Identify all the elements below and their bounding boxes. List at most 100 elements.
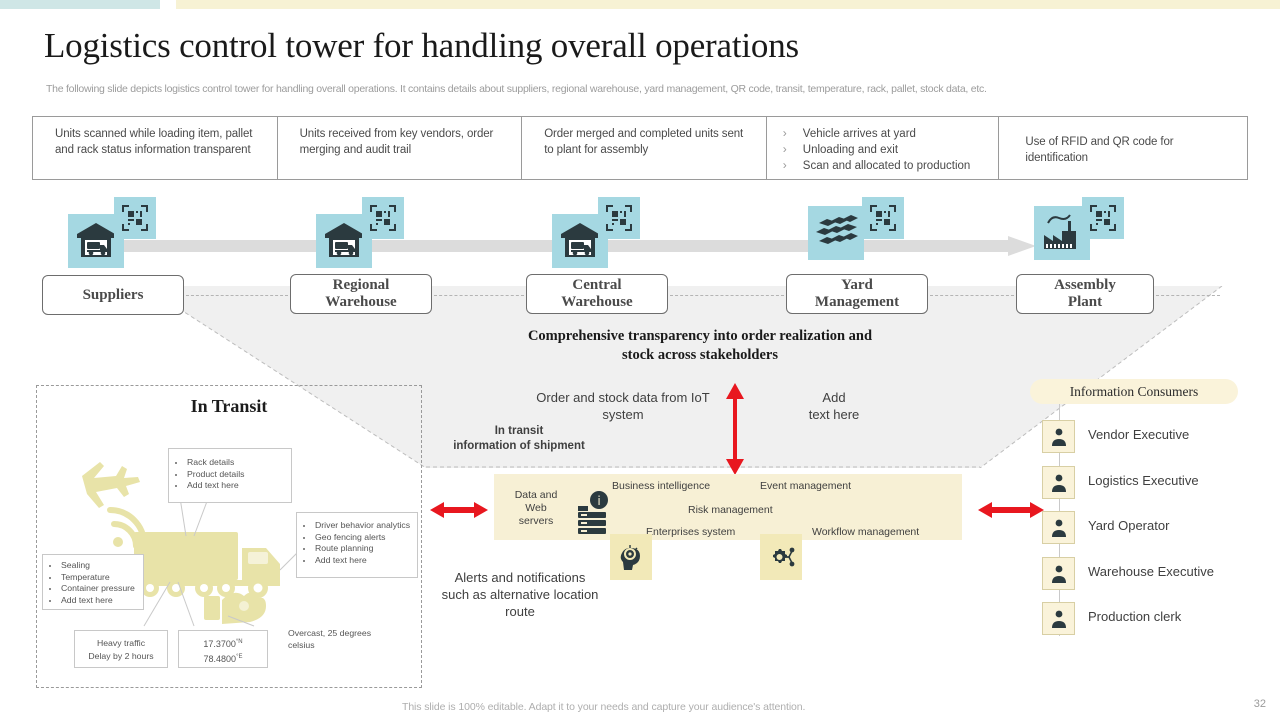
airplane-icon <box>82 462 140 508</box>
warehouse-truck-icon <box>325 223 363 257</box>
stage-pill-assembly-plant[interactable]: Assembly Plant <box>1016 274 1154 314</box>
workflow-gear-icon <box>773 547 795 567</box>
iot-systems-band <box>494 474 962 540</box>
transit-illustration <box>67 462 311 627</box>
coord-longitude: 78.4800°E <box>203 654 243 664</box>
info-cell-4: Vehicle arrives at yard Unloading and ex… <box>765 117 999 179</box>
consumer-row-logistics-executive[interactable]: Logistics Executive <box>1042 466 1262 502</box>
alerts-label: Alerts and notifications such as alterna… <box>441 570 599 619</box>
callout-sealing-list: Sealing Temperature Container pressure A… <box>43 555 143 606</box>
stage-pill-yard-management[interactable]: Yard Management <box>786 274 928 314</box>
enterprises-system-label: Enterprises system <box>646 526 736 538</box>
stage-label: Regional Warehouse <box>325 277 397 310</box>
list-item: Rack details <box>169 457 287 469</box>
stage-icon-suppliers <box>68 214 124 268</box>
info-cell-1-text: Units scanned while loading item, pallet… <box>55 128 253 156</box>
right-double-arrow-icon <box>978 502 1044 518</box>
center-headline: Comprehensive transparency into order re… <box>527 328 873 363</box>
stage-pill-suppliers[interactable]: Suppliers <box>42 275 184 315</box>
stage-label: Yard Management <box>814 277 900 310</box>
qr-code-icon <box>1090 205 1116 231</box>
stage-pill-central-warehouse[interactable]: Central Warehouse <box>526 274 668 314</box>
consumer-row-vendor-executive[interactable]: Vendor Executive <box>1042 420 1262 456</box>
left-double-arrow-icon <box>430 502 488 518</box>
risk-management-label: Risk management <box>688 504 773 516</box>
person-icon <box>1042 466 1075 499</box>
list-item: Geo fencing alerts <box>297 532 414 544</box>
callout-rack-details: Rack details Product details Add text he… <box>168 448 292 503</box>
stage-connector-5 <box>1156 295 1220 296</box>
info-cell-2-text: Units received from key vendors, order m… <box>299 128 494 156</box>
traffic-line-1: Heavy traffic <box>96 638 146 648</box>
person-icon <box>1042 420 1075 453</box>
qr-code-icon <box>870 205 896 231</box>
list-item: Temperature <box>43 572 140 584</box>
weather-text: Overcast, 25 degrees celsius <box>288 628 372 650</box>
consumer-label: Warehouse Executive <box>1088 564 1214 579</box>
consumer-label: Yard Operator <box>1088 518 1170 533</box>
page-title: Logistics control tower for handling ove… <box>44 26 799 65</box>
info-cell-1: Units scanned while loading item, pallet… <box>33 117 277 179</box>
coord-latitude: 17.3700°N <box>203 639 243 649</box>
stage-label: Suppliers <box>82 286 144 303</box>
vertical-double-arrow-icon <box>726 383 744 475</box>
list-item: Add text here <box>43 595 140 607</box>
list-item: Add text here <box>169 480 287 492</box>
callout-driver-behavior: Driver behavior analytics Geo fencing al… <box>296 512 418 578</box>
business-intelligence-label: Business intelligence <box>612 480 711 492</box>
qr-badge-regional-warehouse <box>362 197 404 239</box>
container-stack-icon <box>816 215 858 244</box>
consumer-row-warehouse-executive[interactable]: Warehouse Executive <box>1042 557 1262 593</box>
callout-sealing: Sealing Temperature Container pressure A… <box>42 554 144 610</box>
callout-coordinates: 17.3700°N 78.4800°E <box>178 630 268 668</box>
person-icon <box>1042 602 1075 635</box>
stage-connector-3 <box>670 295 784 296</box>
qr-code-icon <box>606 205 632 231</box>
workflow-gear-tile <box>760 534 802 580</box>
qr-badge-yard-management <box>862 197 904 239</box>
info-cell-4-list: Vehicle arrives at yard Unloading and ex… <box>777 125 987 174</box>
callout-rack-list: Rack details Product details Add text he… <box>169 449 291 492</box>
warehouse-truck-icon <box>561 223 599 257</box>
iot-data-label: Order and stock data from IoT system <box>536 390 710 422</box>
stage-connector-1 <box>186 295 288 296</box>
list-item: Vehicle arrives at yard <box>777 125 987 142</box>
page-number: 32 <box>1253 698 1266 710</box>
list-item: Product details <box>169 469 287 481</box>
event-management-label: Event management <box>760 480 852 492</box>
stage-icon-assembly-plant <box>1034 206 1090 260</box>
ai-brain-icon <box>620 545 640 570</box>
factory-icon <box>1044 214 1076 249</box>
consumer-label: Production clerk <box>1088 609 1182 624</box>
info-cell-3-text: Order merged and completed units sent to… <box>544 128 744 156</box>
consumers-title-text: Information Consumers <box>1069 383 1199 399</box>
traffic-line-2: Delay by 2 hours <box>88 650 154 661</box>
workflow-management-label: Workflow management <box>812 526 920 538</box>
warehouse-truck-icon <box>77 223 115 257</box>
stage-pill-regional-warehouse[interactable]: Regional Warehouse <box>290 274 432 314</box>
list-item: Unloading and exit <box>777 141 987 158</box>
qr-badge-assembly-plant <box>1082 197 1124 239</box>
ai-brain-tile <box>610 534 652 580</box>
hand-package-icon <box>204 592 266 624</box>
list-item: Route planning <box>297 543 414 555</box>
qr-code-icon <box>122 205 148 231</box>
consumer-label: Logistics Executive <box>1088 473 1199 488</box>
consumer-label: Vendor Executive <box>1088 427 1190 442</box>
person-icon <box>1042 511 1075 544</box>
list-item: Scan and allocated to production <box>777 157 987 174</box>
information-consumers-title: Information Consumers <box>1030 379 1238 404</box>
info-summary-bar: Units scanned while loading item, pallet… <box>32 116 1248 180</box>
wifi-dot-icon <box>113 537 123 547</box>
truck-icon <box>134 532 280 598</box>
consumer-row-production-clerk[interactable]: Production clerk <box>1042 602 1262 638</box>
info-cell-2: Units received from key vendors, order m… <box>276 117 522 179</box>
stage-connector-4 <box>930 295 1014 296</box>
stage-icon-yard-management <box>808 206 864 260</box>
callout-driver-list: Driver behavior analytics Geo fencing al… <box>297 513 417 566</box>
add-text-label: Add text here <box>808 390 860 422</box>
consumer-row-yard-operator[interactable]: Yard Operator <box>1042 511 1262 547</box>
stage-label: Central Warehouse <box>561 277 633 310</box>
list-item: Sealing <box>43 560 140 572</box>
